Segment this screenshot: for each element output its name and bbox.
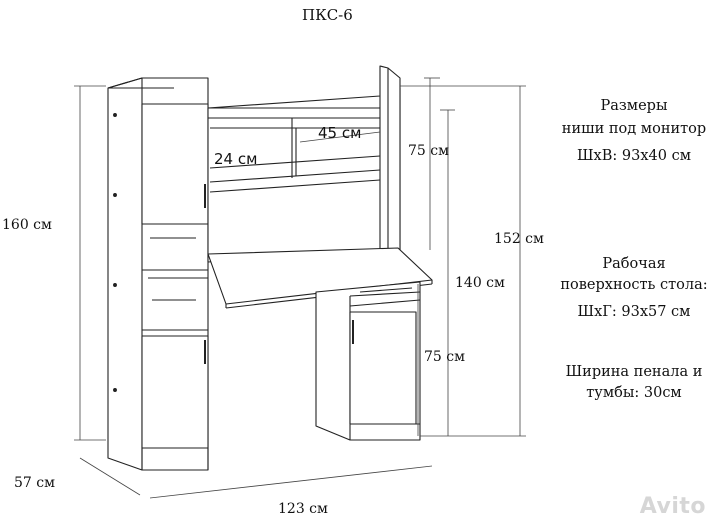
width-info: Ширина пенала и тумбы: 30см [534,362,720,404]
superstructure-height-label: 152 см [494,231,544,247]
niche-info-title: Размеры [600,98,668,114]
desk-height-label: 140 см [455,275,505,291]
niche-width-label: 45 см [318,124,362,142]
avito-watermark: Avito [639,494,706,519]
pedestal-height-label: 75 см [424,349,465,365]
upper-door [141,103,209,225]
lower-door [141,335,209,449]
shelf-unit [207,65,401,263]
pedestal [315,281,421,441]
width-label: 123 см [278,501,328,517]
niche-info-value: ШхВ: 93х40 см [577,148,691,164]
left-cabinet [107,77,209,471]
drawing-title: ПКС-6 [302,6,353,24]
width-info-line1: Ширина пенала и [565,364,703,380]
depth-label: 57 см [14,475,55,491]
shelf-height-label: 75 см [408,143,449,159]
desk-info-subtitle: поверхность стола: [560,277,708,293]
desk-info-title: Рабочая [602,256,666,272]
pedestal-door [349,311,417,425]
desk-info: Рабочая поверхность стола: ШхГ: 93х57 см [534,254,720,329]
niche-info: Размеры ниши под монитор ШхВ: 93х40 см [534,96,720,173]
niche-height-label: 24 см [214,150,258,168]
width-info-line2: тумбы: 30см [586,385,682,401]
niche-info-subtitle: ниши под монитор [561,121,707,137]
total-height-label: 160 см [2,217,52,233]
desk-info-value: ШхГ: 93х57 см [577,304,691,320]
